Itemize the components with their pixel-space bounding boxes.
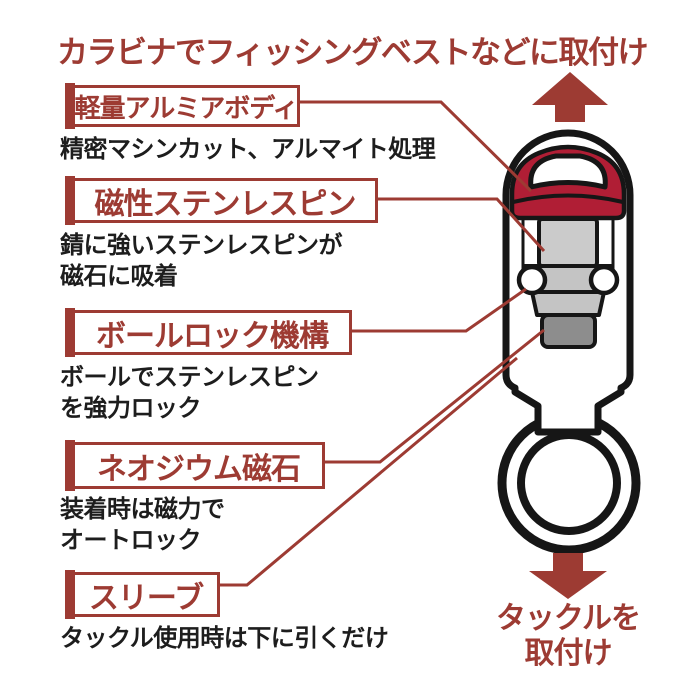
connector-ball-lock: [350, 287, 527, 333]
callout-connectors: [219, 100, 546, 587]
description-neodymium-magnet: 装着時は磁力で オートロック: [60, 496, 225, 555]
lock-ball-left: [516, 264, 548, 296]
label-text: 軽量アルミアボディ: [74, 92, 299, 123]
label-text: ネオジウム磁石: [97, 452, 301, 486]
label-box-sleeve: スリーブ: [65, 570, 220, 619]
neodymium-magnet-block: [540, 313, 597, 349]
label-text: ボールロック機構: [96, 319, 329, 353]
label-text: 磁性ステンレスピン: [94, 187, 357, 221]
stainless-pin: [537, 217, 599, 268]
lock-ball-right: [588, 264, 620, 296]
connector-pin: [376, 197, 546, 253]
label-box-magnetic-stainless-pin: 磁性ステンレスピン: [65, 176, 378, 225]
carabiner-loop-hole: [528, 153, 608, 190]
description-aluminum-body: 精密マシンカット、アルマイト処理: [60, 136, 436, 163]
magnetic-release-holder-illustration: [497, 129, 641, 555]
cap-crease-line: [512, 193, 624, 204]
up-arrow-icon: [532, 72, 608, 122]
label-box-neodymium-magnet: ネオジウム磁石: [65, 440, 325, 491]
bottom-caption: タックルを 取付け: [495, 602, 641, 671]
label-text: スリーブ: [88, 581, 204, 615]
label-box-ball-lock-mechanism: ボールロック機構: [65, 308, 352, 357]
label-box-lightweight-aluminum-body: 軽量アルミアボディ: [65, 83, 300, 129]
connector-body: [298, 100, 533, 193]
top-caption: カラビナでフィッシングベストなどに取付け: [57, 35, 649, 70]
description-stainless-pin: 錆に強いステンレスピンが 磁石に吸着: [60, 232, 343, 291]
description-ball-lock: ボールでステンレスピン を強力ロック: [60, 364, 319, 423]
connector-magnet: [322, 328, 545, 464]
description-sleeve: タックル使用時は下に引くだけ: [60, 625, 389, 652]
tackle-ring-inner: [517, 431, 621, 535]
down-arrow-icon: [529, 553, 607, 599]
pin-step: [530, 290, 606, 317]
connector-sleeve: [219, 356, 518, 587]
